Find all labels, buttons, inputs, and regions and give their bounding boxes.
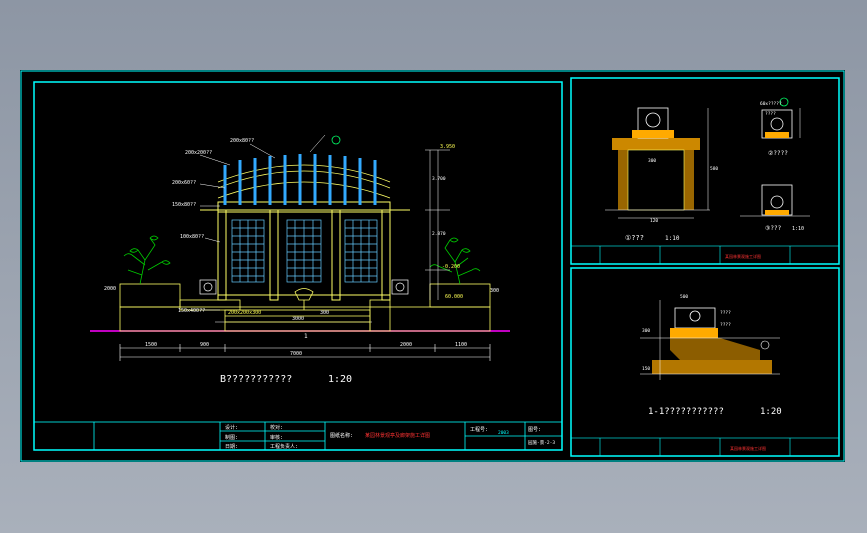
lattice-screens — [231, 219, 378, 283]
section-note1: ???? — [720, 310, 731, 316]
planter-left — [119, 283, 181, 308]
dim-d: 3000 — [292, 316, 304, 322]
tb-drawing: 制图: — [225, 434, 238, 441]
main-view-scale: 1:20 — [328, 374, 352, 385]
main-view-title: B??????????? — [220, 374, 292, 385]
callout-3: 150x80?? — [172, 202, 196, 208]
detail-lamp-section — [740, 184, 810, 217]
roof-arcs — [217, 164, 391, 199]
tb-project-name-label: 图纸名称: — [330, 432, 353, 439]
detail-note2: ???? — [765, 111, 776, 117]
detail-view1-label: ①??? — [625, 234, 644, 242]
callout-5: 150x400?? — [178, 308, 205, 314]
detail-top-frame — [570, 77, 840, 265]
section-drawing — [640, 300, 780, 380]
callout-4: 100x80?? — [180, 234, 204, 240]
level-dimensions — [425, 149, 450, 300]
detail-top-dim1: 300 — [648, 158, 656, 164]
tb-project-no-label: 工程号: — [470, 426, 488, 433]
bottom-dimensions — [119, 321, 491, 361]
callout-leaders — [199, 134, 326, 311]
level-3: 2.870 — [432, 231, 446, 237]
center-note: 300 — [320, 310, 329, 316]
plant-right — [429, 237, 481, 285]
detail-top-tb-name: 某园林景观施工详图 — [725, 253, 761, 259]
tb-reviewer: 审核: — [270, 434, 283, 441]
section-note2: ???? — [720, 322, 731, 328]
main-title-block — [33, 421, 563, 451]
section-dim1: 500 — [680, 294, 688, 300]
base-label: 60.000 — [445, 294, 463, 300]
detail-bottom-title-block — [570, 437, 840, 457]
callout-6: 200x80?? — [230, 138, 254, 144]
detail-view1-scale: 1:10 — [665, 235, 680, 242]
tb-checker: 校对: — [270, 424, 283, 431]
tb-drawing-no-label: 图号: — [528, 427, 541, 433]
tb-project-leader: 工程负责人: — [270, 443, 298, 450]
callout-2: 200x60?? — [172, 180, 196, 186]
cad-drawing-svg: 1500 900 7000 2000 1100 3000 1 200x200x3… — [20, 70, 845, 462]
detail-top-elevation — [605, 107, 710, 219]
level-1: 3.950 — [440, 144, 455, 150]
detail-view3-label: ③??? — [765, 225, 782, 232]
drawing-sheet: 1500 900 7000 2000 1100 3000 1 200x200x3… — [20, 70, 845, 462]
section-dim3: 150 — [642, 366, 650, 372]
dim-c: 2000 — [400, 342, 412, 348]
step-label: 200x200x300 — [228, 310, 261, 316]
section-dim2: 300 — [642, 328, 650, 334]
dim-e: 1100 — [455, 342, 467, 348]
callout-1: 200x200?? — [185, 150, 212, 156]
detail-top-title-block — [570, 245, 840, 265]
tb-project-no: 2003 — [498, 430, 509, 436]
platform — [119, 299, 491, 332]
detail-lamp — [761, 97, 801, 139]
detail-bottom-tb-name: 某园林景观施工详图 — [730, 445, 766, 451]
tb-project-name: 某园林景观亭及廊架施工详图 — [365, 432, 430, 439]
detail-note1: 60x????? — [760, 101, 782, 107]
pergola-rafters — [223, 154, 377, 205]
planter-right-dim: 300 — [490, 288, 499, 294]
level-4: -0.200 — [442, 264, 460, 270]
north-symbol-icon — [331, 135, 341, 145]
detail-view2-label: ②???? — [768, 150, 788, 157]
lamp-boxes — [199, 279, 409, 295]
planter-left-dim: 2000 — [104, 286, 116, 292]
axis-mark: 1 — [304, 333, 308, 340]
detail-view3-scale: 1:10 — [792, 226, 804, 232]
pavilion-frame — [200, 201, 410, 301]
detail-top-dim3: 120 — [650, 218, 658, 224]
tb-drawing-no: 园施-景-2-3 — [528, 439, 555, 446]
section-scale: 1:20 — [760, 407, 782, 417]
sheet-border — [20, 70, 845, 462]
level-2: 3.700 — [432, 176, 446, 182]
dim-b: 900 — [200, 342, 209, 348]
tb-designer: 设计: — [225, 424, 238, 431]
dim-total: 7000 — [290, 351, 302, 357]
detail-top-dim2: 580 — [710, 166, 718, 172]
dim-a: 1500 — [145, 342, 157, 348]
plant-left — [123, 235, 171, 285]
main-panel-frame — [33, 81, 563, 451]
tb-date: 日期: — [225, 444, 238, 450]
center-urn — [294, 288, 314, 310]
section-title: 1-1??????????? — [648, 407, 724, 417]
